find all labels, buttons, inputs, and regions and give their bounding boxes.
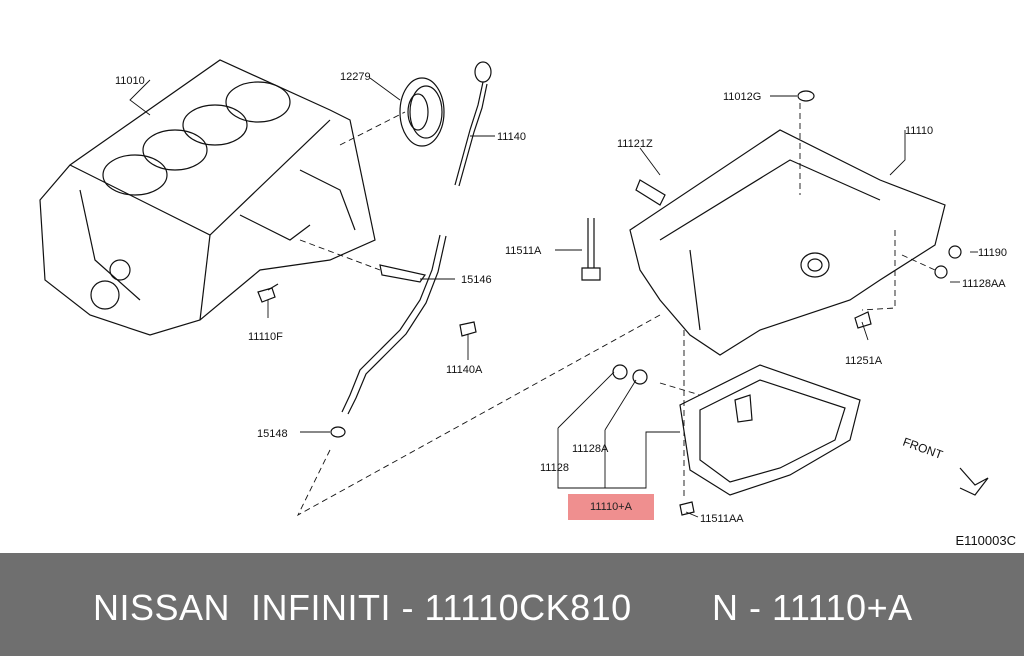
label-11511aa: 11511AA	[700, 513, 744, 525]
label-11110f: 11110F	[248, 331, 283, 343]
label-11128: 11128	[540, 462, 569, 474]
label-11012g: 11012G	[723, 91, 761, 103]
front-arrow-drawing	[959, 467, 989, 496]
label-11251a: 11251A	[845, 355, 883, 367]
assembly-dashed-lines	[296, 103, 936, 517]
banner-diagram-ref: N - 11110+A	[712, 587, 913, 628]
leader-lines	[129, 77, 978, 518]
label-11110a: 11110+A	[590, 501, 632, 513]
upper-oil-pan-drawing	[629, 90, 962, 356]
front-direction-label: FRONT	[901, 435, 945, 463]
label-15148: 15148	[257, 428, 288, 440]
part-number-banner: NISSAN INFINITI - 11110CK810 N - 11110+A	[0, 553, 1024, 656]
label-11121z: 11121Z	[617, 138, 653, 150]
highlighted-part-11110a[interactable]: 11110+A	[568, 494, 654, 520]
bolt-11511a-drawing	[581, 218, 601, 281]
diagram-code: E110003C	[955, 533, 1016, 548]
label-11128a: 11128A	[572, 443, 609, 455]
bolt-11110f-drawing	[257, 283, 279, 303]
label-11140a: 11140A	[446, 364, 483, 376]
label-11110: 11110	[905, 125, 933, 137]
lower-oil-pan-drawing	[612, 364, 861, 516]
o-ring-drawing	[330, 426, 346, 438]
label-15146: 15146	[461, 274, 492, 286]
rear-oil-seal-drawing	[399, 77, 445, 147]
label-11140: 11140	[497, 131, 526, 143]
oil-gauge-guide-drawing	[341, 234, 447, 415]
label-11511a: 11511A	[505, 245, 542, 257]
label-11010: 11010	[115, 75, 145, 87]
oil-level-gauge-drawing	[454, 61, 492, 187]
parts-diagram: 11010 12279 11140 11012G 11121Z 11110 11…	[39, 59, 1016, 548]
cylinder-block-drawing	[39, 59, 376, 336]
exploded-view-drawing: 11010 12279 11140 11012G 11121Z 11110 11…	[39, 59, 1007, 525]
bolt-11140a-drawing	[459, 321, 477, 337]
banner-part-number: NISSAN INFINITI - 11110CK810	[93, 587, 632, 628]
label-12279: 12279	[340, 71, 371, 83]
label-11190: 11190	[978, 247, 1007, 259]
label-11128aa: 11128AA	[962, 278, 1006, 290]
